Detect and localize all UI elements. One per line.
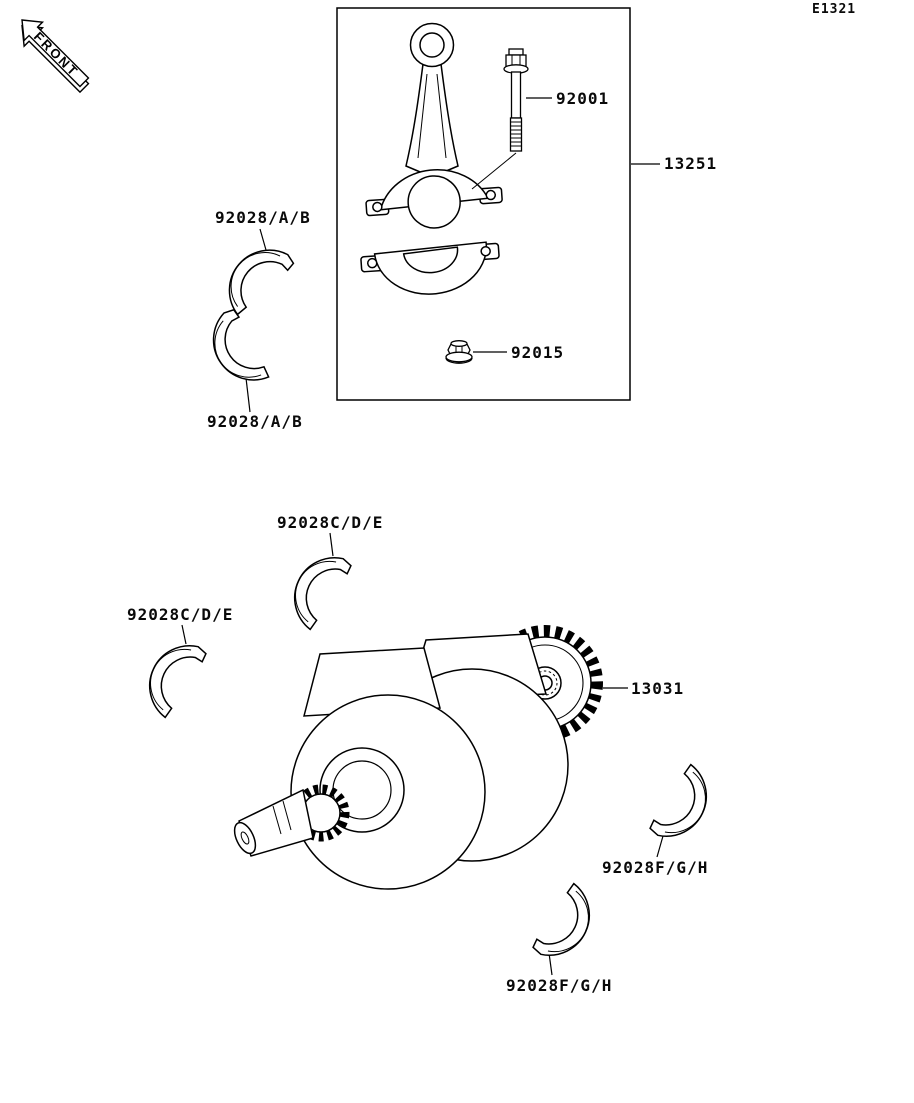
leader-fgh-right [656,835,664,858]
label-bearing-fgh-lower: 92028F/G/H [506,976,613,995]
rod-beam [405,63,459,178]
label-bearing-fgh-right: 92028F/G/H [602,858,709,877]
bearing-shell-fgh-right [648,759,720,850]
label-bearing-cde-upper: 92028C/D/E [277,513,384,532]
leader-fgh-lower [548,952,553,976]
label-primary-gear: 13031 [631,679,685,698]
label-bearing-ab-upper: 92028/A/B [215,208,311,227]
front-arrow [21,19,90,88]
label-bearing-ab-lower: 92028/A/B [207,412,303,431]
front-direction-icon: FRONT [21,19,90,94]
nut-part [445,340,473,364]
bearing-shell-cde-left [136,632,208,723]
leader-ab-lower [245,377,251,413]
crankshaft [233,625,603,890]
label-rod-assembly: 13251 [664,154,718,173]
rod-bearing-cap [360,241,500,295]
crank-shaft-end [233,788,314,857]
leader-cde-left [181,624,187,645]
front-label: FRONT [31,29,82,80]
label-nut: 92015 [511,343,565,362]
leader-bolt-to-rod [471,152,517,190]
bearing-shell-fgh-lower [531,878,603,969]
bearing-shell-ab-upper [212,233,297,322]
bearing-shell-ab-lower [197,306,278,396]
diagram-code: E1321 [812,2,857,17]
rod-big-end [365,169,503,229]
crank-boss [319,747,405,833]
connecting-rod [360,22,503,295]
leader-lines [181,97,664,976]
leader-cde-upper [329,532,334,557]
leader-ab-upper [259,228,267,251]
bolt-part [503,48,529,152]
bearing-shell-cde-upper [281,544,353,635]
rod-assembly-box [336,7,631,401]
label-bolt: 92001 [556,89,610,108]
label-bearing-cde-left: 92028C/D/E [127,605,234,624]
